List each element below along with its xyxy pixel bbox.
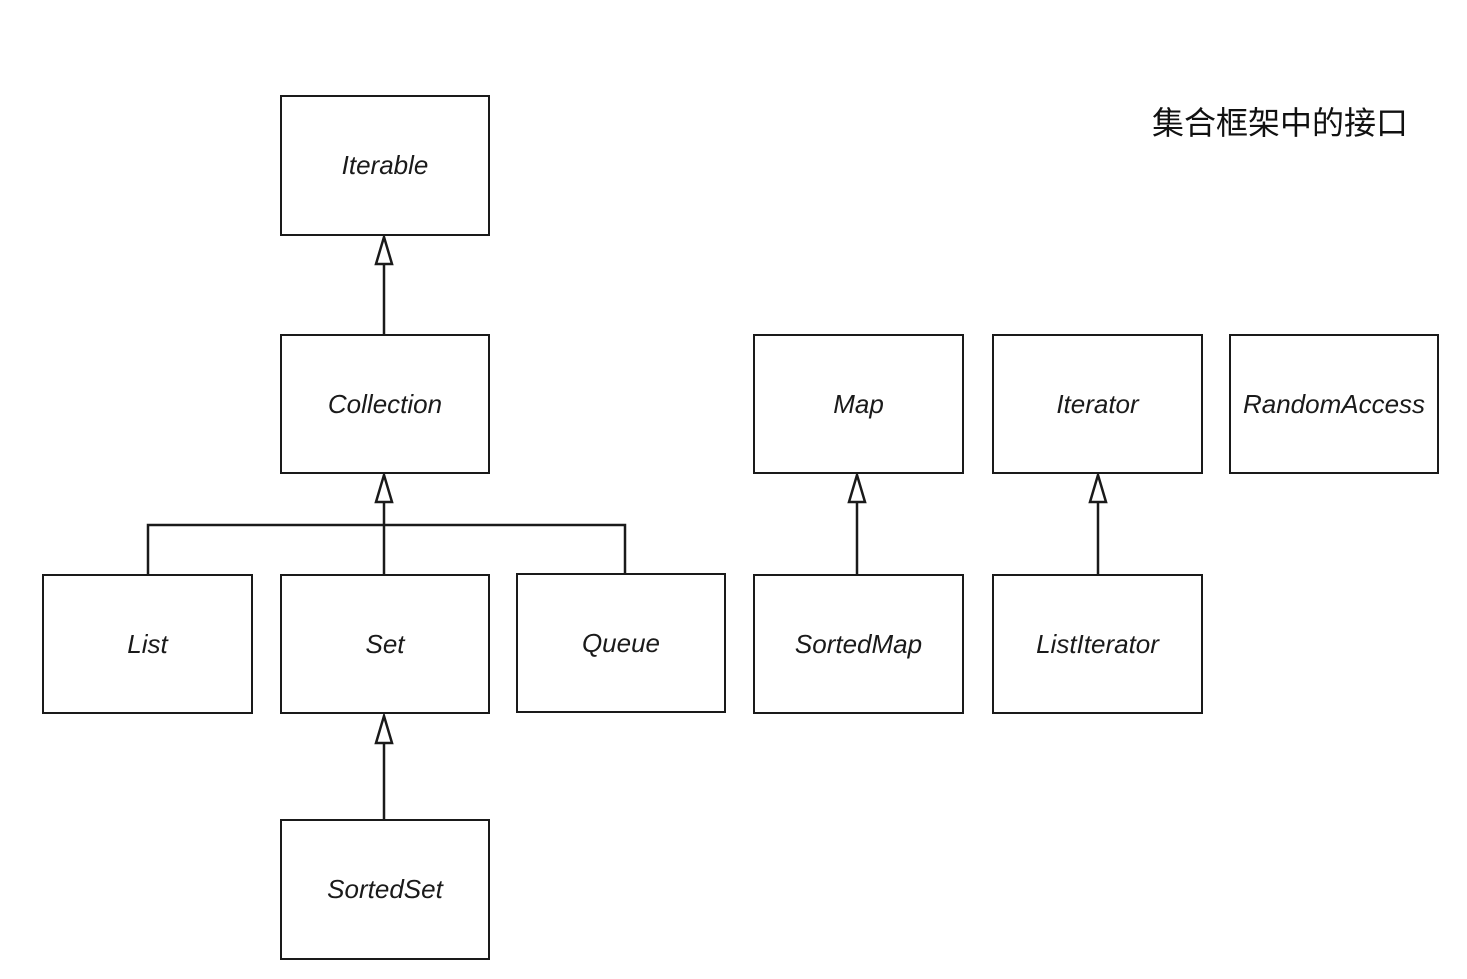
node-iterator: Iterator xyxy=(992,334,1203,474)
arrowhead-iterable xyxy=(374,232,394,266)
arrowhead-set xyxy=(374,711,394,745)
node-set-label: Set xyxy=(365,628,405,659)
node-iterator-label: Iterator xyxy=(1056,388,1139,419)
node-collection: Collection xyxy=(280,334,490,474)
node-sortedset: SortedSet xyxy=(280,819,490,960)
node-queue: Queue xyxy=(516,573,726,713)
node-randomaccess-label: RandomAccess xyxy=(1242,388,1426,419)
node-list: List xyxy=(42,574,253,714)
node-listiterator-label: ListIterator xyxy=(1036,628,1159,659)
node-randomaccess: RandomAccess xyxy=(1229,334,1439,474)
arrowhead-iterator xyxy=(1088,470,1108,504)
edge-list-collection xyxy=(146,523,384,574)
node-sortedset-label: SortedSet xyxy=(327,874,443,904)
arrowhead-map xyxy=(847,470,867,504)
node-iterable: Iterable xyxy=(280,95,490,236)
node-map-label: Map xyxy=(833,388,884,419)
node-collection-label: Collection xyxy=(327,388,443,419)
node-iterable-label: Iterable xyxy=(341,150,429,180)
node-listiterator: ListIterator xyxy=(992,574,1203,714)
node-queue-label: Queue xyxy=(581,627,661,658)
node-sortedmap: SortedMap xyxy=(753,574,964,714)
node-sortedmap-label: SortedMap xyxy=(794,628,923,659)
diagram-title: 集合框架中的接口 xyxy=(1152,104,1409,142)
node-list-label: List xyxy=(127,628,168,659)
node-set: Set xyxy=(280,574,490,714)
node-map: Map xyxy=(753,334,964,474)
edge-queue-collection xyxy=(384,523,627,574)
arrowhead-collection xyxy=(374,470,394,504)
